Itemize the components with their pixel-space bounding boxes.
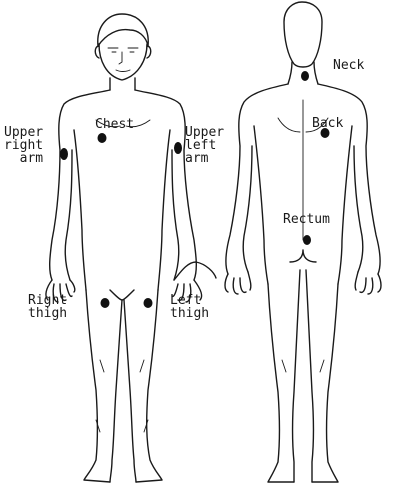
front-head <box>99 44 147 80</box>
front-body-figure <box>46 14 216 482</box>
back-label: Back <box>312 117 343 130</box>
left-thigh-site-dot <box>144 298 153 308</box>
back-buttocks <box>290 250 316 262</box>
right-thigh-site-dot <box>101 298 110 308</box>
front-left-leg-inner <box>124 300 136 482</box>
upper-right-arm-label: Upper right arm <box>4 126 43 165</box>
chest-site-dot <box>98 133 107 143</box>
rectum-label: Rectum <box>283 213 330 226</box>
chest-label: Chest <box>95 118 134 131</box>
front-right-leg-outer <box>84 290 110 482</box>
rectum-site-dot <box>303 235 311 245</box>
neck-label: Neck <box>333 59 364 72</box>
left-thigh-label: Left thigh <box>170 294 209 320</box>
neck-site-dot <box>301 71 309 81</box>
back-head <box>284 2 322 67</box>
front-left-leg-outer <box>136 290 162 482</box>
front-hair <box>98 14 148 46</box>
front-right-leg-inner <box>110 300 122 482</box>
upper-left-arm-label: Upper left arm <box>185 126 224 165</box>
right-thigh-label: Right thigh <box>28 294 67 320</box>
upper-right-arm-site-dot <box>60 148 68 160</box>
front-torso-right-side <box>135 90 196 280</box>
upper-left-arm-site-dot <box>174 142 182 154</box>
front-face <box>108 48 138 72</box>
